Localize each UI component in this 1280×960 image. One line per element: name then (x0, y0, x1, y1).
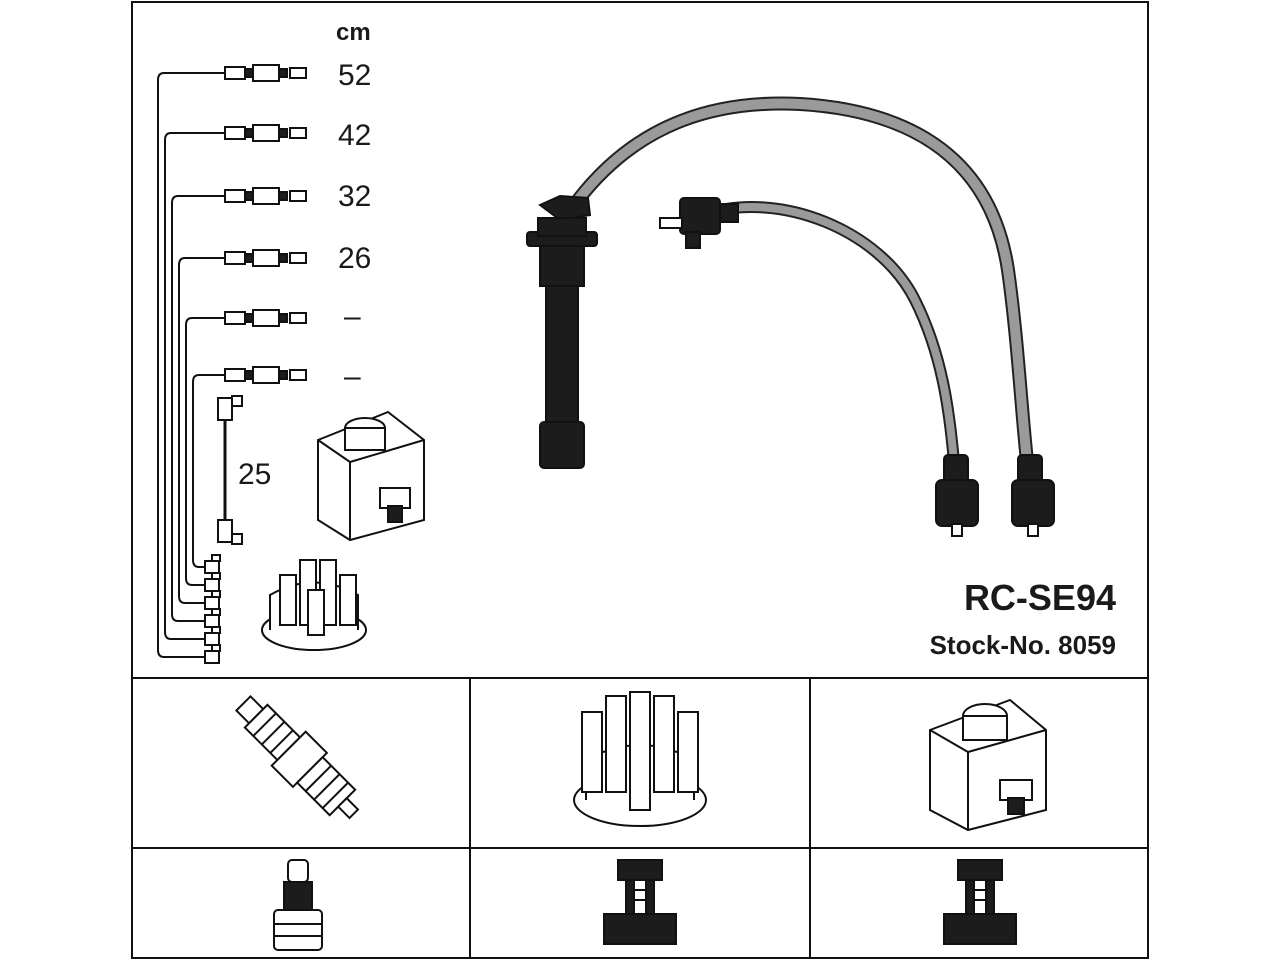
cap-terminal-connector-icon (603, 859, 677, 945)
lead-6-terminal (224, 366, 307, 384)
coil-lead (217, 395, 243, 545)
distributor-end-terminals (204, 554, 221, 664)
lead-6-length: – (344, 360, 361, 393)
stock-number: Stock-No. 8059 (930, 630, 1116, 660)
wire-set-schematic: cm (157, 19, 425, 664)
coil-lead-length: 25 (238, 458, 271, 491)
lead-2-terminal (224, 124, 307, 142)
lead-1-terminal (224, 64, 307, 82)
product-code: RC-SE94 (964, 577, 1116, 618)
plug-boot-left (935, 454, 979, 537)
lead-2-length: 42 (338, 119, 371, 152)
ignition-cables-illustration (526, 96, 1055, 537)
plug-boot-connector-icon (273, 859, 323, 951)
unit-label: cm (336, 19, 371, 46)
frame (131, 1, 1149, 959)
lead-3-length: 32 (338, 180, 371, 213)
lead-4-terminal (224, 249, 307, 267)
coil-boot-long (526, 194, 598, 469)
distributor-cap-icon (573, 691, 707, 827)
ignition-coil-icon (929, 698, 1047, 832)
distributor-cap-small (261, 559, 367, 651)
plug-boot-right (1011, 454, 1055, 537)
lead-5-length: – (344, 300, 361, 333)
lead-4-length: 26 (338, 242, 371, 275)
coil-terminal-connector-icon (943, 859, 1017, 945)
coil-illustration-small (317, 410, 425, 542)
lead-3-terminal (224, 187, 307, 205)
lead-5-terminal (224, 309, 307, 327)
distributor-boot-cap-end (659, 197, 739, 249)
lead-lines (157, 72, 225, 658)
spark-plug-icon (234, 694, 360, 820)
lead-1-length: 52 (338, 59, 371, 92)
lead-terminals (224, 64, 307, 384)
